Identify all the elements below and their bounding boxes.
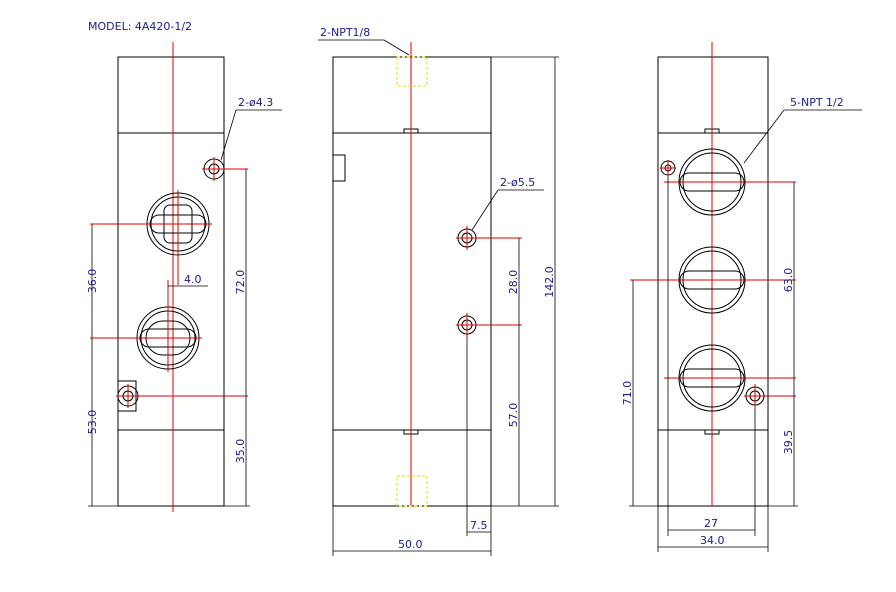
- svg-text:28.0: 28.0: [507, 270, 520, 295]
- middle-dim-142: 142.0: [491, 56, 559, 507]
- svg-text:57.0: 57.0: [507, 403, 520, 428]
- right-dim-39-5: 39.5: [768, 378, 798, 507]
- middle-mount-hole-lower: [456, 313, 522, 337]
- middle-port-callout: 2-NPT1/8: [318, 26, 410, 56]
- svg-text:2-ø4.3: 2-ø4.3: [238, 96, 273, 109]
- svg-text:4.0: 4.0: [184, 273, 202, 286]
- middle-dim-50: 50.0: [332, 506, 492, 556]
- right-dim-63: 63.0: [782, 182, 795, 378]
- right-port-middle: [630, 246, 796, 314]
- left-view: 2-ø4.3 36.0 53.0 4.0 72.0 35.0: [86, 42, 282, 512]
- svg-text:72.0: 72.0: [234, 270, 247, 295]
- svg-text:7.5: 7.5: [470, 519, 488, 532]
- left-hole-callout: 2-ø4.3: [220, 96, 282, 161]
- svg-text:53.0: 53.0: [86, 410, 99, 435]
- right-dim-27: 27: [667, 176, 756, 536]
- svg-text:63.0: 63.0: [782, 268, 795, 293]
- right-port-callout: 5-NPT 1/2: [743, 96, 862, 164]
- svg-text:71.0: 71.0: [621, 381, 634, 406]
- right-body-outline: [657, 56, 769, 507]
- svg-text:39.5: 39.5: [782, 430, 795, 455]
- middle-side-tab: [332, 154, 346, 182]
- svg-text:27: 27: [704, 517, 718, 530]
- model-label: MODEL: 4A420-1/2: [88, 20, 192, 33]
- right-mount-hole-bottom: [744, 384, 796, 408]
- left-port-upper: [90, 190, 212, 285]
- left-dim-36: 36.0: [86, 224, 99, 338]
- svg-text:2-NPT1/8: 2-NPT1/8: [320, 26, 370, 39]
- svg-text:35.0: 35.0: [234, 439, 247, 464]
- svg-text:142.0: 142.0: [543, 266, 556, 298]
- middle-dim-7-5: 7.5: [466, 337, 492, 536]
- left-mount-hole-bottom: [116, 380, 248, 412]
- svg-text:36.0: 36.0: [86, 269, 99, 294]
- left-dim-72: 72.0: [234, 169, 247, 396]
- right-dim-71: 71.0: [621, 280, 658, 507]
- middle-pilot-port-top: [396, 56, 428, 87]
- svg-text:34.0: 34.0: [700, 534, 725, 547]
- left-port-lower: [90, 280, 202, 372]
- middle-pilot-port-bottom: [396, 475, 428, 507]
- middle-hole-callout: 2-ø5.5: [471, 176, 544, 231]
- svg-text:2-ø5.5: 2-ø5.5: [500, 176, 535, 189]
- left-mount-hole-top: [202, 157, 248, 181]
- right-dim-34: 34.0: [657, 506, 769, 552]
- middle-dim-28: 28.0: [507, 238, 520, 325]
- middle-mount-hole-upper: [456, 226, 522, 250]
- right-port-bottom: [664, 344, 796, 412]
- left-dim-35: 35.0: [224, 396, 250, 507]
- right-port-top: [664, 148, 796, 216]
- right-mount-hole-top: [660, 160, 676, 176]
- middle-dim-57: 57.0: [491, 325, 523, 507]
- svg-text:50.0: 50.0: [398, 538, 423, 551]
- svg-text:5-NPT 1/2: 5-NPT 1/2: [790, 96, 844, 109]
- left-body-outline: [117, 56, 225, 507]
- middle-view: 2-NPT1/8 2-ø5.5 28.0 57.0 142.0: [318, 26, 559, 556]
- right-view: 5-NPT 1/2 63.0 39.5 71.0 27: [621, 42, 862, 552]
- left-dim-4: 4.0: [168, 273, 208, 287]
- left-dim-53: 53.0: [86, 338, 118, 507]
